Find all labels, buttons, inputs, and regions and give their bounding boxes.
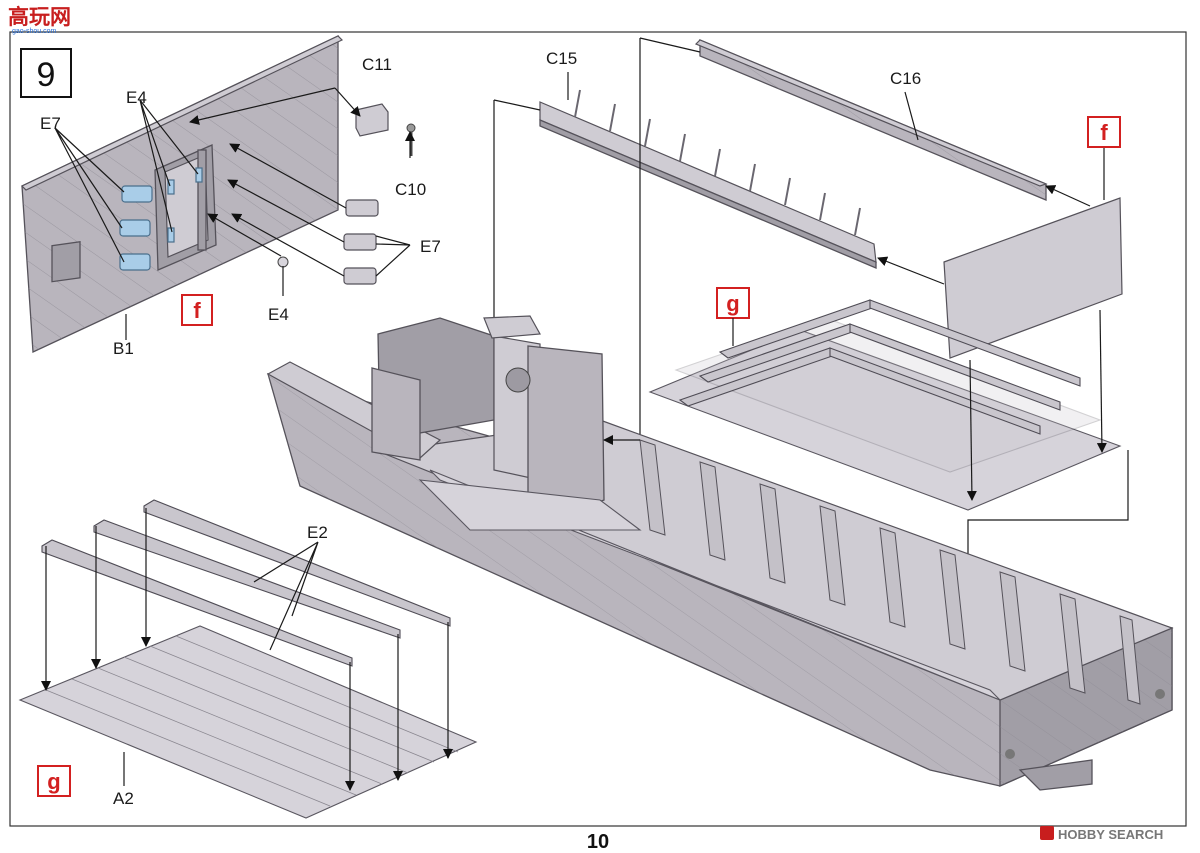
svg-text:f: f xyxy=(1100,120,1108,145)
footer-brand-logo: HOBBY SEARCH xyxy=(1040,826,1163,842)
label-c10: C10 xyxy=(395,180,426,199)
label-e7-left: E7 xyxy=(40,114,61,133)
e4-hinge-1 xyxy=(167,179,175,195)
step-number-box: 9 xyxy=(20,48,72,98)
footer-brand: HOBBY SEARCH xyxy=(1058,827,1163,842)
svg-text:g: g xyxy=(47,769,60,794)
brand-mark-icon xyxy=(1040,826,1054,840)
svg-text:f: f xyxy=(193,298,201,323)
subassembly-tag-g-top: g xyxy=(716,287,750,319)
label-c16: C16 xyxy=(890,69,921,88)
part-c15-rail xyxy=(539,89,877,269)
subassembly-tag-f-left: f xyxy=(181,294,213,326)
parts-e2-benches xyxy=(41,499,451,667)
e7-part-1 xyxy=(121,185,153,203)
label-b1: B1 xyxy=(113,339,134,358)
label-a2: A2 xyxy=(113,789,134,808)
label-e4-bottom: E4 xyxy=(268,305,289,324)
subassembly-tag-f-right: f xyxy=(1087,116,1121,148)
e7-part-2 xyxy=(119,219,151,237)
watermark-domain: gao-shou.com xyxy=(12,28,57,35)
label-e4-top: E4 xyxy=(126,88,147,107)
e4-hinge-3 xyxy=(195,167,203,183)
subassembly-g-seats xyxy=(648,299,1122,511)
subassembly-g-floor xyxy=(18,625,478,819)
svg-text:g: g xyxy=(726,291,739,316)
subassembly-tag-g-bottom: g xyxy=(37,765,71,797)
label-e2: E2 xyxy=(307,523,328,542)
step-number: 9 xyxy=(37,56,56,94)
landing-craft-hull xyxy=(266,315,1174,791)
e7-part-3 xyxy=(119,253,151,271)
panel-b1 xyxy=(20,34,416,353)
watermark-chars: 高玩网 xyxy=(8,5,71,29)
site-watermark: 高玩网 gao-shou.com xyxy=(8,5,71,35)
label-c11: C11 xyxy=(362,55,392,74)
page-border xyxy=(9,31,1187,827)
label-c15: C15 xyxy=(546,49,577,68)
part-c16-rail xyxy=(694,39,1048,201)
page-number: 10 xyxy=(587,831,609,853)
part-f-panel xyxy=(943,197,1123,359)
label-e7-right: E7 xyxy=(420,237,441,256)
